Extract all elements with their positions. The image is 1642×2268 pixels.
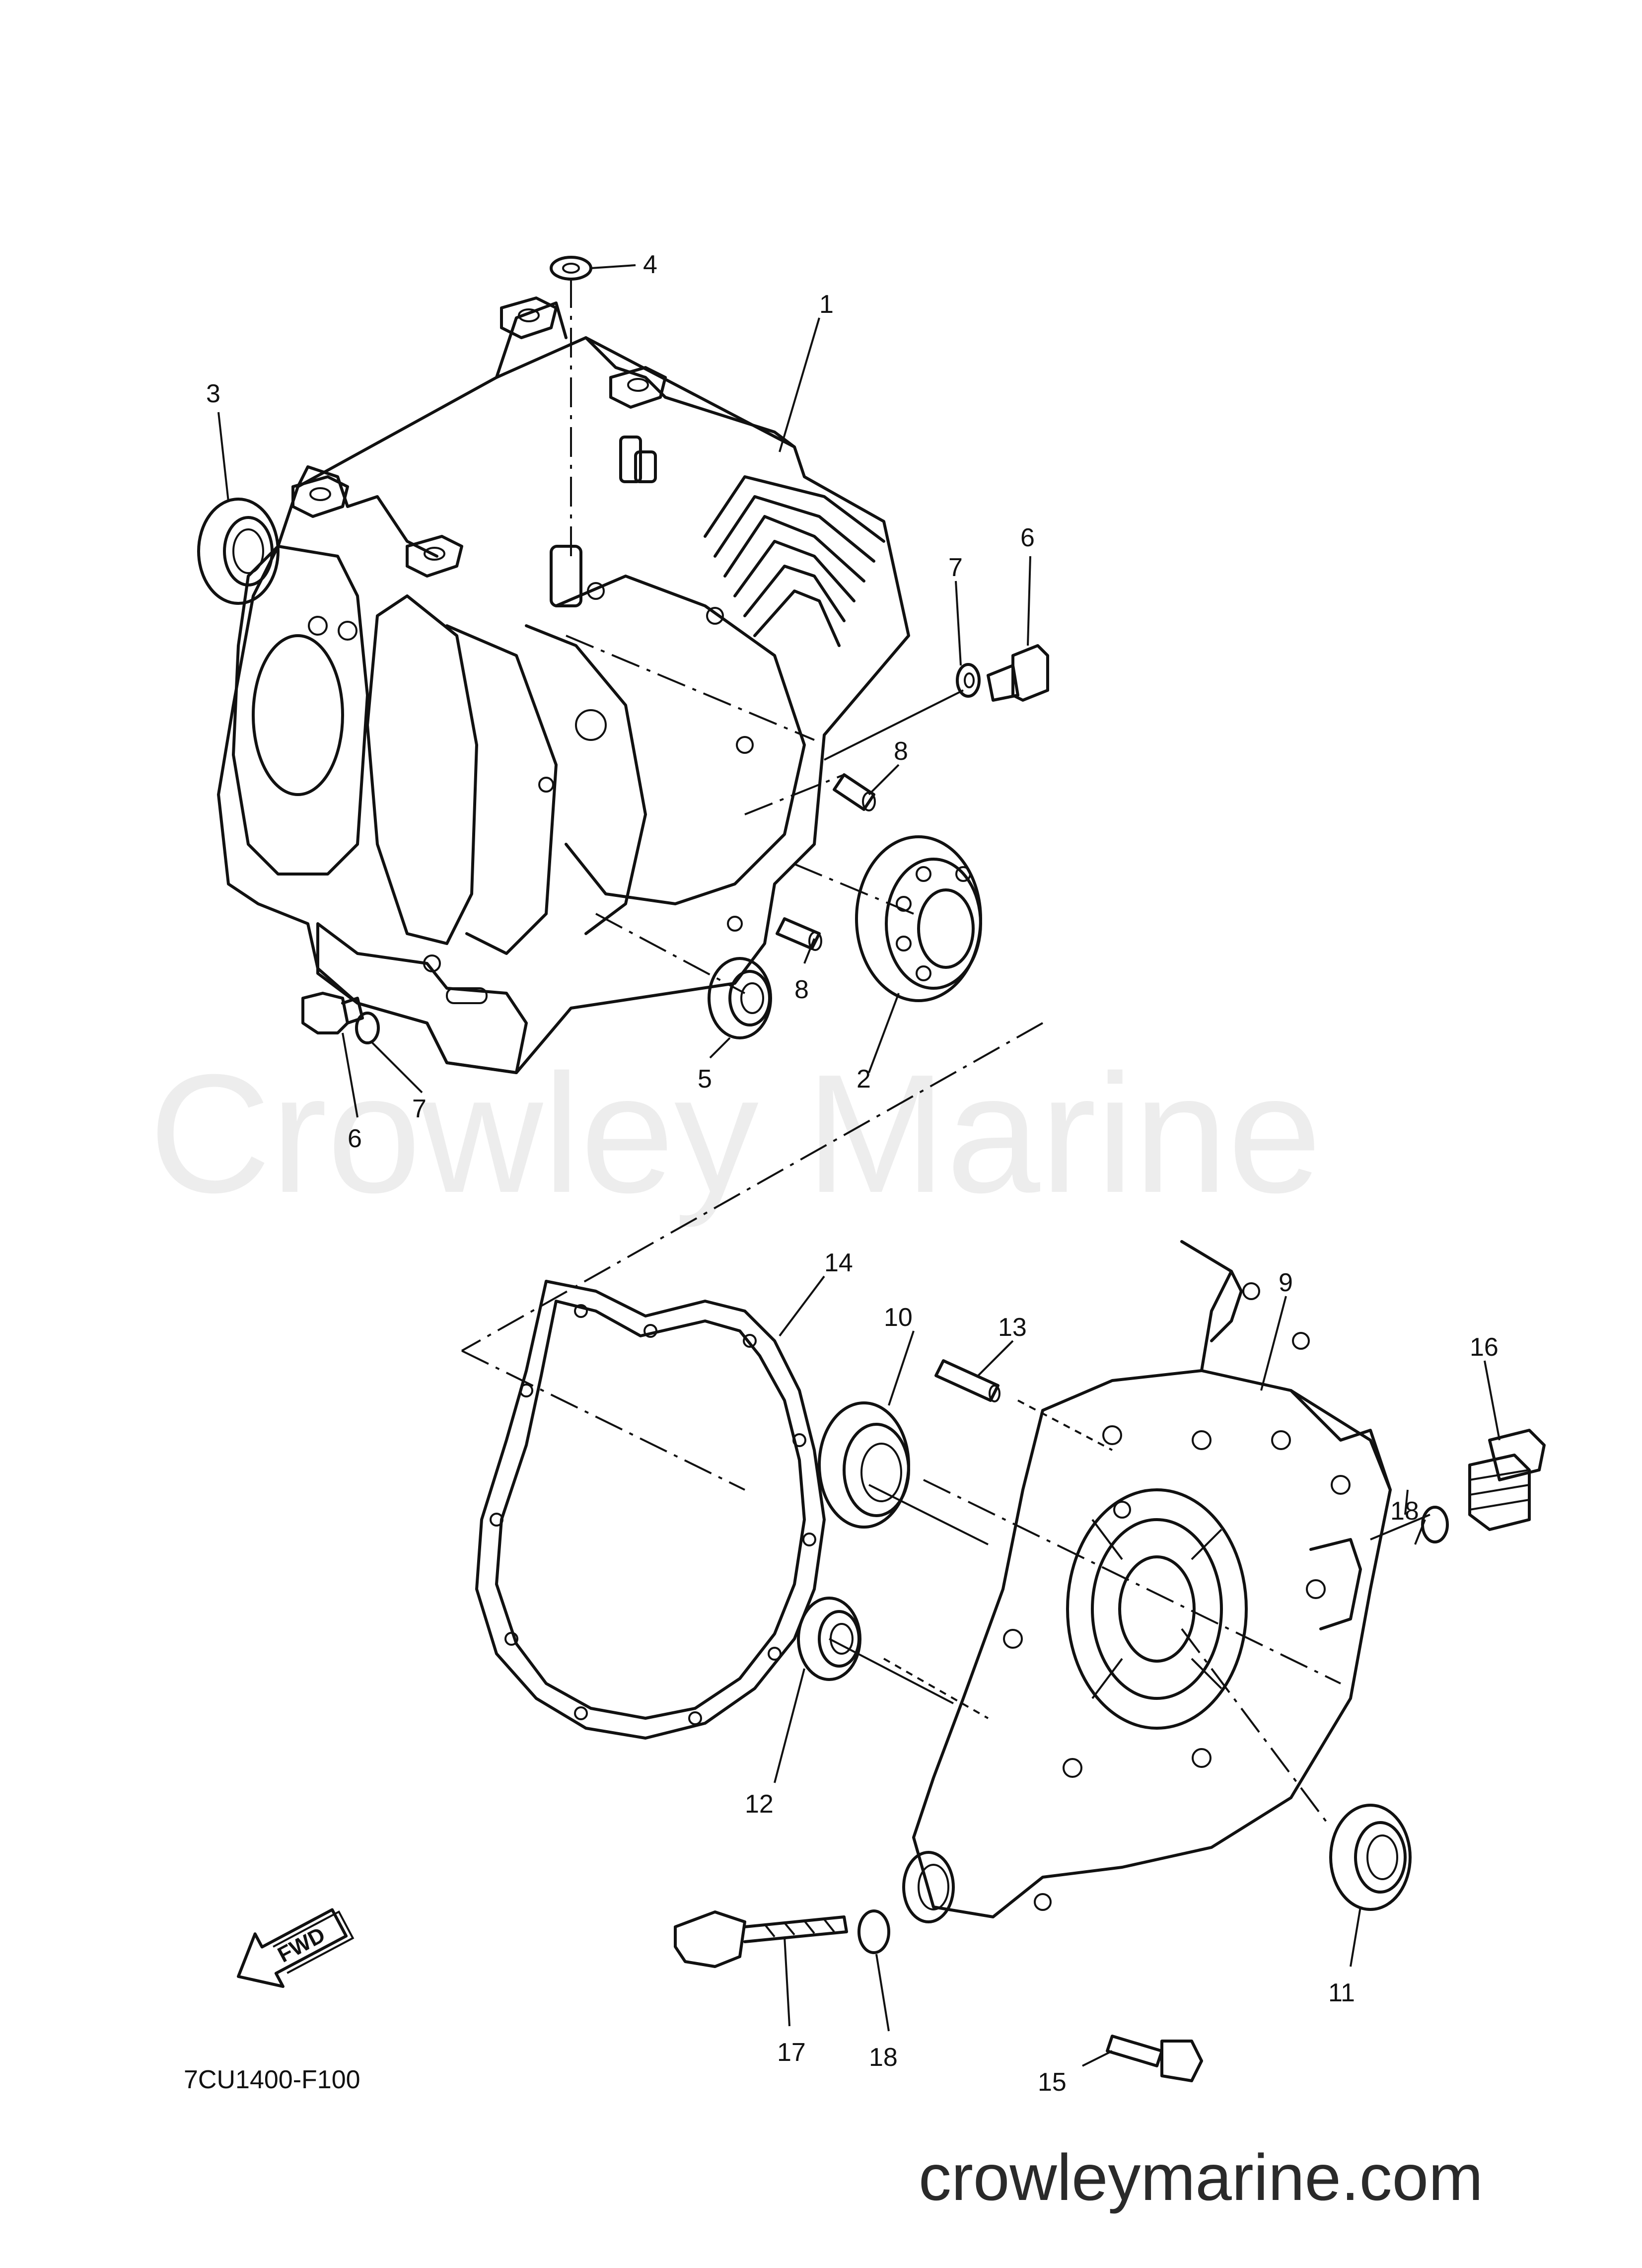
callout-7-lower: 7 <box>412 1095 427 1123</box>
callout-8-upper: 8 <box>894 737 908 766</box>
callout-10: 10 <box>884 1303 913 1332</box>
site-url: crowleymarine.com <box>919 2141 1483 2214</box>
bearing-10 <box>818 1401 910 1529</box>
center-lines <box>461 278 1430 1829</box>
diagram-code: 7CU1400-F100 <box>184 2065 360 2094</box>
callout-4: 4 <box>643 250 657 279</box>
drain-plug <box>1468 1429 1546 1531</box>
callout-5: 5 <box>698 1065 712 1094</box>
gasket <box>475 1280 826 1740</box>
callout-6-upper: 6 <box>1020 523 1035 552</box>
callout-1: 1 <box>819 290 834 319</box>
callout-8-lower: 8 <box>794 975 809 1004</box>
callout-18-lower: 18 <box>869 2043 898 2072</box>
watermark-text: Crowley Marine <box>149 1039 1322 1229</box>
oil-seal-right <box>1329 1804 1412 1911</box>
dipstick <box>674 1910 848 1968</box>
dowel-pins <box>776 773 876 951</box>
washer-top <box>550 256 592 281</box>
leader-lines <box>217 264 1500 2067</box>
callout-11: 11 <box>1328 1978 1355 2007</box>
oil-seal-left <box>197 498 280 605</box>
callout-3: 3 <box>206 379 220 408</box>
callout-12: 12 <box>745 1790 774 1819</box>
crankcase-block <box>217 301 910 1074</box>
o-ring-lower <box>857 1909 890 1954</box>
mounting-tabs <box>291 296 667 578</box>
callout-7-upper: 7 <box>948 553 963 582</box>
ball-bearing <box>855 835 982 1002</box>
o-ring-right <box>1421 1506 1449 1543</box>
callout-labels: 1 2 3 4 5 6 6 7 7 8 8 9 10 11 12 13 14 1… <box>206 250 1499 2097</box>
bolt-15 <box>1106 2035 1203 2082</box>
bolt-lower-left <box>301 992 380 1044</box>
callout-15: 15 <box>1038 2068 1067 2097</box>
bolt-upper-right <box>956 644 1049 702</box>
callout-9: 9 <box>1279 1268 1293 1297</box>
callout-2: 2 <box>857 1065 871 1094</box>
callout-18-right: 18 <box>1390 1497 1419 1526</box>
callout-14: 14 <box>824 1248 853 1277</box>
callout-13: 13 <box>998 1313 1027 1342</box>
crankcase-cover <box>902 1240 1392 1923</box>
pin-13 <box>934 1359 1000 1402</box>
callout-6-lower: 6 <box>348 1124 362 1153</box>
callout-17: 17 <box>777 2038 806 2067</box>
small-bearing-12 <box>797 1597 861 1681</box>
callout-16: 16 <box>1470 1333 1499 1362</box>
fwd-arrow: FWD <box>237 1908 355 1988</box>
small-bearing <box>708 957 772 1039</box>
